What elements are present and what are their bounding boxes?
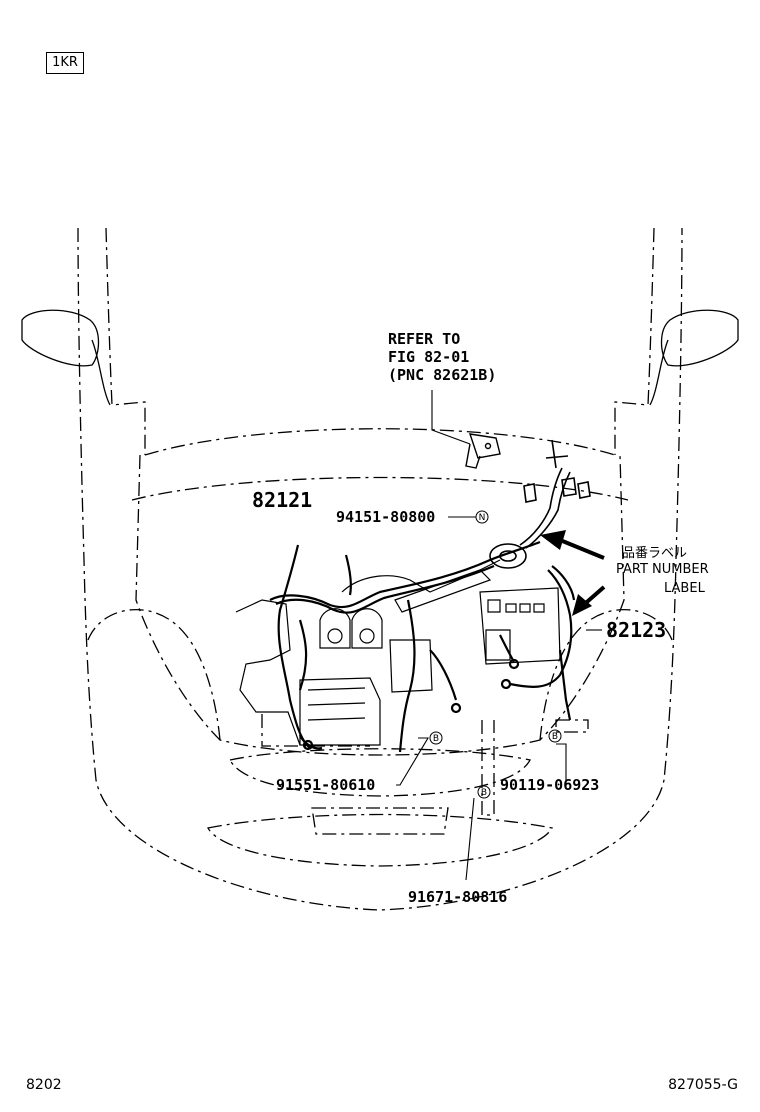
marker-circles: [429, 510, 562, 799]
label-part-number: PART NUMBER: [616, 562, 709, 577]
refer-callout[interactable]: REFER TO FIG 82-01 (PNC 82621B): [388, 330, 496, 384]
marker-b-91551: B: [433, 734, 439, 744]
harness-82123: [499, 565, 576, 721]
harness-grommet: [489, 439, 591, 569]
pnc-82121[interactable]: 82121: [252, 488, 313, 512]
label-label: LABEL: [664, 581, 705, 596]
car-body-outline: [77, 227, 683, 911]
leader-lines: [396, 390, 602, 881]
marker-b-91671: B: [481, 788, 487, 798]
footer-left-code: 8202: [26, 1077, 62, 1093]
arrow-head-lower-icon: [572, 594, 592, 616]
part-90119-06923[interactable]: 90119-06923: [500, 776, 600, 794]
pnc-82123[interactable]: 82123: [606, 618, 667, 642]
part-91671-80816[interactable]: 91671-80816: [408, 888, 508, 906]
engine-block: [235, 559, 561, 746]
arrow-head-upper-icon: [540, 530, 566, 550]
marker-b-90119: B: [552, 732, 558, 742]
refer-line-1: REFER TO: [388, 330, 461, 348]
engine-code-badge: 1KR: [46, 52, 84, 74]
marker-n: N: [479, 513, 486, 523]
left-mirror: [21, 309, 111, 406]
refer-connector: [465, 433, 501, 469]
refer-line-3: (PNC 82621B): [388, 366, 497, 384]
part-94151-80800[interactable]: 94151-80800: [336, 508, 436, 526]
part-91551-80610[interactable]: 91551-80610: [276, 776, 376, 794]
harness-82121: [269, 540, 541, 753]
label-japanese: 品番ラベル: [622, 546, 688, 561]
right-mirror: [649, 309, 739, 406]
refer-line-2: FIG 82-01: [388, 348, 470, 366]
footer-right-code: 827055-G: [668, 1077, 738, 1093]
